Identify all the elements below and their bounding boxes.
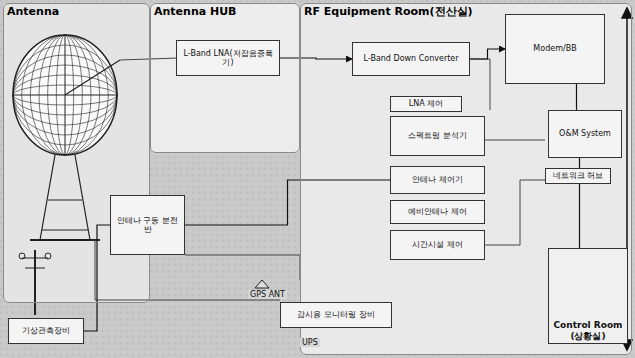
equipment-label: GPS ANT <box>248 290 287 299</box>
connector <box>84 225 110 331</box>
box-label: O&M System <box>552 129 618 138</box>
control-room: Control Room (상황실) <box>548 248 628 344</box>
box-label: 안테나 제어기 <box>394 175 481 184</box>
connector <box>579 184 580 248</box>
analyzer-rack: 스펙트럼 분석기 <box>390 116 485 156</box>
gps-antenna <box>255 280 269 288</box>
connector <box>280 58 352 59</box>
connector <box>470 49 505 59</box>
weather-mast <box>19 250 51 315</box>
weather-station: 기상관측장비 <box>8 318 84 344</box>
connector <box>185 180 390 225</box>
zone-title: Antenna <box>7 6 146 19</box>
wires <box>95 58 545 300</box>
box-label: Control Room (상황실) <box>552 320 624 341</box>
controller-rack: 예비안테나 제어 <box>390 200 485 224</box>
connector <box>579 158 580 168</box>
box-label: Modem/BB <box>509 44 601 53</box>
timing-rack: 시간시설 제어 <box>390 230 485 260</box>
converter-box: L-Band Down Converter <box>352 42 470 76</box>
controller-rack: 안테나 제어기 <box>390 166 485 194</box>
box-label: 안테나 구동 분전반 <box>114 216 181 234</box>
hub-zone: Antenna HUB L-Band LNA(저잡음증폭기) <box>150 3 300 153</box>
box-label: L-Band LNA(저잡음증폭기) <box>180 49 276 67</box>
box-label: 감시용 모니터링 장비 <box>284 310 388 319</box>
box-label: LNA 제어 <box>394 99 458 108</box>
drive-panel: 안테나 구동 분전반 <box>110 195 185 255</box>
region-fill <box>150 3 300 153</box>
connector <box>576 84 577 110</box>
control-unit: LNA 제어 <box>390 96 462 112</box>
box-label: L-Band Down Converter <box>356 54 466 63</box>
om-system: O&M System <box>548 110 622 158</box>
zone-title: Antenna HUB <box>154 6 296 19</box>
box-label: 스펙트럼 분석기 <box>394 131 481 140</box>
network-switch: 네트워크 허브 <box>545 168 611 184</box>
box-label: 기상관측장비 <box>12 326 80 335</box>
modem-rack: Modem/BB <box>505 14 605 84</box>
box-label: 예비안테나 제어 <box>394 207 481 216</box>
monitor-box: 감시용 모니터링 장비 <box>280 302 392 328</box>
lna-box: L-Band LNA(저잡음증폭기) <box>176 40 280 76</box>
box-label: 시간시설 제어 <box>394 240 481 249</box>
box-label: 네트워크 허브 <box>549 171 607 180</box>
antenna-zone: Antenna <box>3 3 150 303</box>
region-fill <box>3 3 150 303</box>
antenna-dish <box>13 35 120 240</box>
equipment-label: UPS <box>300 338 320 347</box>
